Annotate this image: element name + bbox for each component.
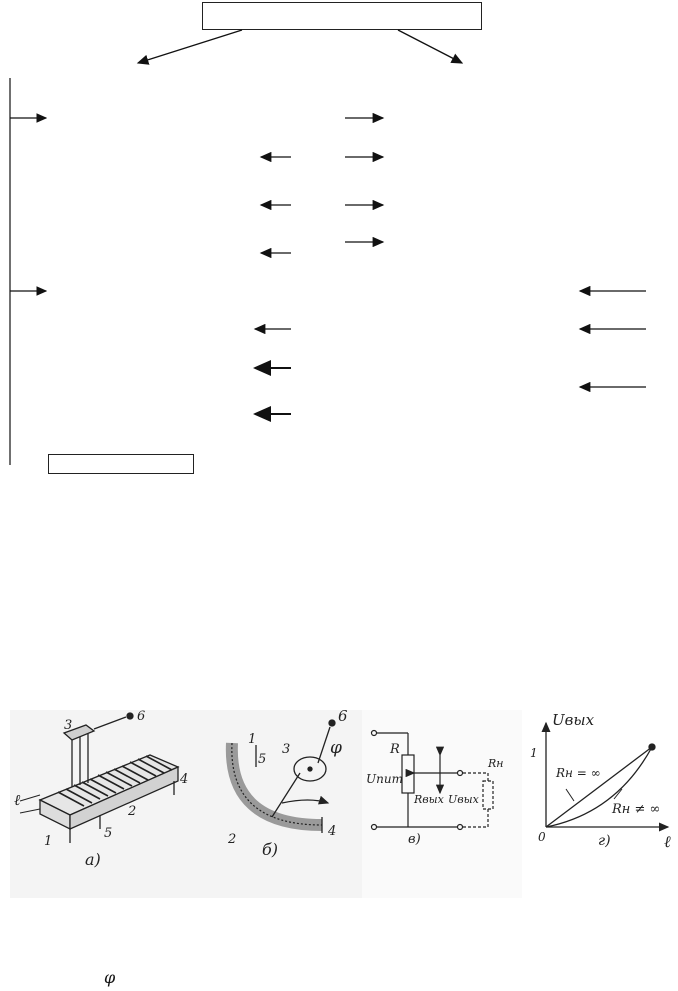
figure-b-rotary-potentiometer <box>225 719 336 833</box>
fig-a-part-5: 5 <box>104 826 112 841</box>
fig-a-part-3: 3 <box>64 718 72 733</box>
bottom-left-box <box>48 454 194 474</box>
fig-g-origin: 0 <box>538 830 546 844</box>
fig-g-x-axis: ℓ <box>664 832 671 851</box>
fig-b-phi: φ <box>330 738 342 758</box>
fig-b-part-2: 2 <box>227 832 236 847</box>
fig-v-r: R <box>389 742 400 757</box>
fig-b-label: б) <box>262 840 278 859</box>
branch-arrow-right <box>397 29 464 64</box>
fig-b-part-3: 3 <box>282 742 290 757</box>
fig-a-part-6: 6 <box>137 709 145 724</box>
fig-a-part-2: 2 <box>127 804 136 819</box>
potentiometer-figures: 3 6 4 2 5 1 ℓ а) 1 5 3 6 φ 2 4 б) <box>10 707 671 898</box>
figure-v-background <box>362 710 522 898</box>
branch-arrow-left <box>136 29 243 65</box>
fig-b-part-6: 6 <box>338 707 348 725</box>
fig-v-u-pit: Uпит <box>366 772 403 786</box>
fig-g-curve-not-inf: Rн ≠ ∞ <box>611 802 660 817</box>
fig-a-part-4: 4 <box>179 772 188 787</box>
fig-v-u-vyh: Uвых <box>448 793 480 806</box>
fig-b-part-5: 5 <box>258 752 266 767</box>
fig-b-part-4: 4 <box>327 824 336 839</box>
fig-a-label: а) <box>85 850 101 869</box>
fig-a-dim-l: ℓ <box>14 791 20 809</box>
figure-a-linear-potentiometer <box>19 712 180 843</box>
figure-v-circuit <box>370 729 494 831</box>
fig-g-curve-inf: Rн = ∞ <box>555 766 601 780</box>
fig-b-part-1: 1 <box>248 732 256 747</box>
classification-diagram <box>9 29 646 465</box>
fig-a-part-1: 1 <box>44 834 52 849</box>
fig-v-r-vyh: Rвых <box>413 793 445 806</box>
top-title-box <box>202 2 482 30</box>
fig-v-r-n: Rн <box>487 757 504 770</box>
fig-g-y-axis: Uвых <box>552 711 595 729</box>
fig-g-tick: 1 <box>530 746 538 760</box>
phi-symbol: φ <box>104 968 116 987</box>
fig-g-label: г) <box>598 833 611 849</box>
fig-v-label: в) <box>408 832 421 847</box>
figure-g-graph <box>541 721 670 832</box>
